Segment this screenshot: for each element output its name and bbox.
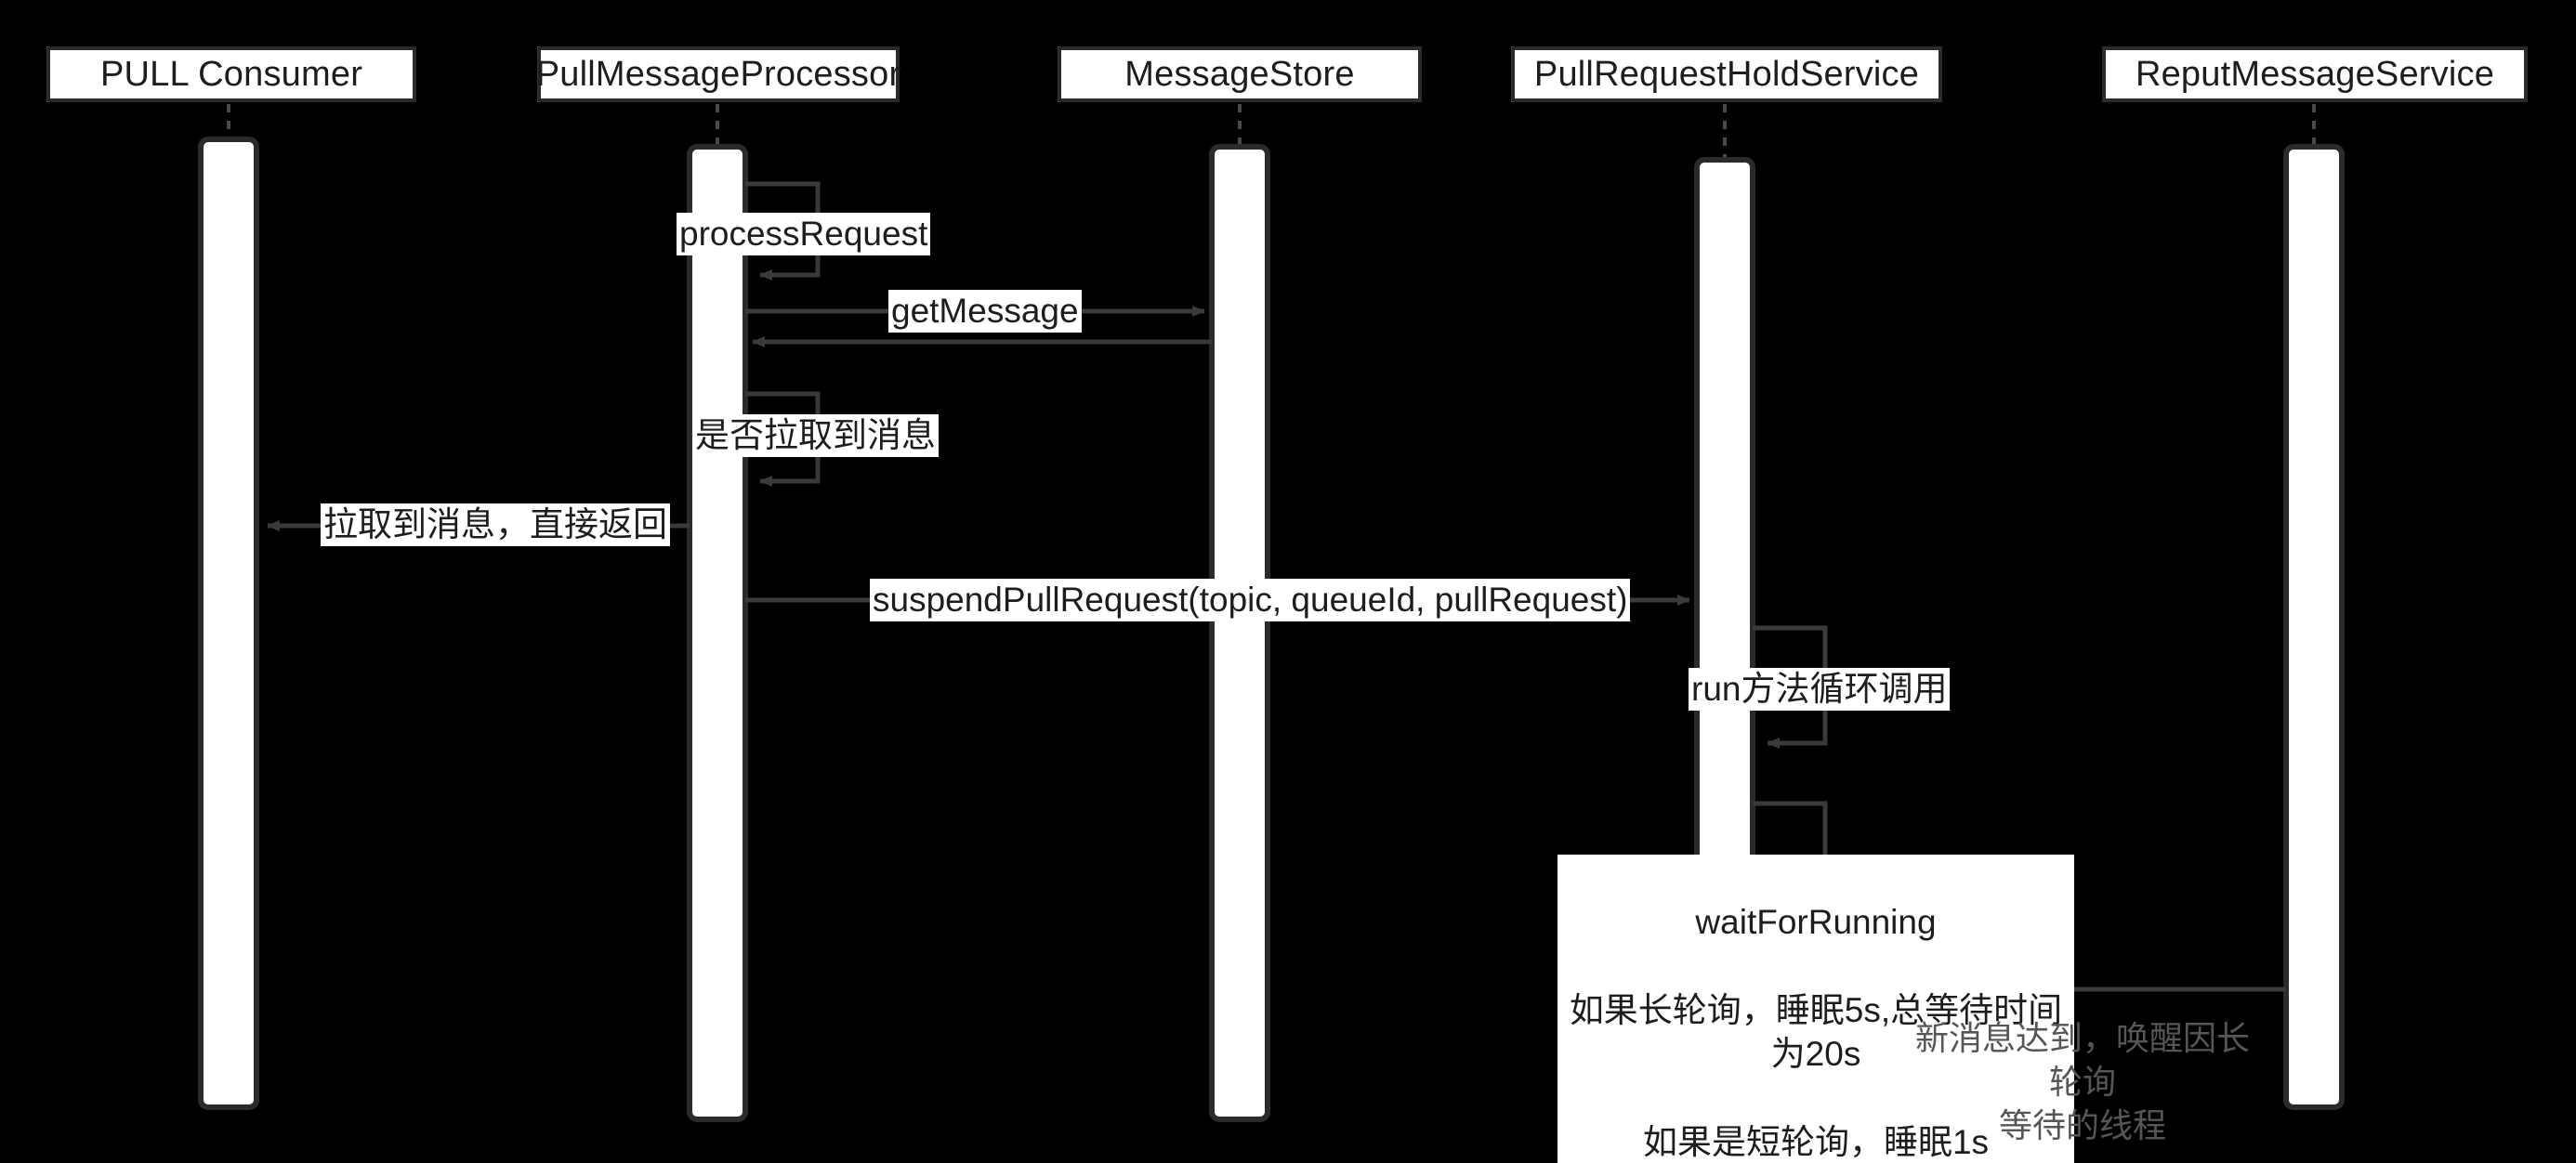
note-wait-for-running: waitForRunning 如果长轮询，睡眠5s,总等待时间为20s 如果是短… — [1557, 855, 2074, 1163]
note-line-2: 如果长轮询，睡眠5s,总等待时间为20s — [1569, 991, 2063, 1074]
participant-label-consumer: PULL Consumer — [99, 54, 363, 94]
message-label-run-loop: run方法循环调用 — [1689, 668, 1951, 711]
activation-bar-reputsvc — [2283, 144, 2345, 1110]
message-label-return-to-consumer: 拉取到消息，直接返回 — [321, 503, 670, 546]
activation-bar-store — [1209, 144, 1270, 1122]
message-label-has-message-check: 是否拉取到消息 — [692, 414, 939, 457]
participant-label-processor: PullMessageProcessor — [535, 54, 901, 94]
note-line-1: waitForRunning — [1695, 903, 1937, 942]
lifeline-dashes — [227, 104, 2316, 162]
participant-processor[interactable]: PullMessageProcessor — [535, 46, 901, 102]
message-label-get-message: getMessage — [888, 290, 1082, 333]
note-new-message-wakeup: 新消息达到，唤醒因长轮询 等待的线程 — [1914, 1019, 2250, 1144]
participant-reputservice[interactable]: ReputMessageService — [2102, 46, 2528, 102]
participant-consumer[interactable]: PULL Consumer — [46, 46, 416, 102]
participant-store[interactable]: MessageStore — [1058, 46, 1422, 102]
participant-label-reputservice: ReputMessageService — [2135, 54, 2495, 94]
note-line-3: 如果是短轮询，睡眠1s — [1642, 1123, 1990, 1162]
participant-holdservice[interactable]: PullRequestHoldService — [1511, 46, 1942, 102]
message-label-suspend-pull-request: suspendPullRequest(topic, queueId, pullR… — [870, 579, 1631, 621]
activation-bar-consumer — [198, 137, 259, 1110]
activation-bar-processor — [687, 144, 748, 1122]
participant-label-store: MessageStore — [1124, 54, 1355, 94]
message-label-process-request: processRequest — [677, 213, 931, 255]
participant-label-holdservice: PullRequestHoldService — [1533, 54, 1920, 94]
